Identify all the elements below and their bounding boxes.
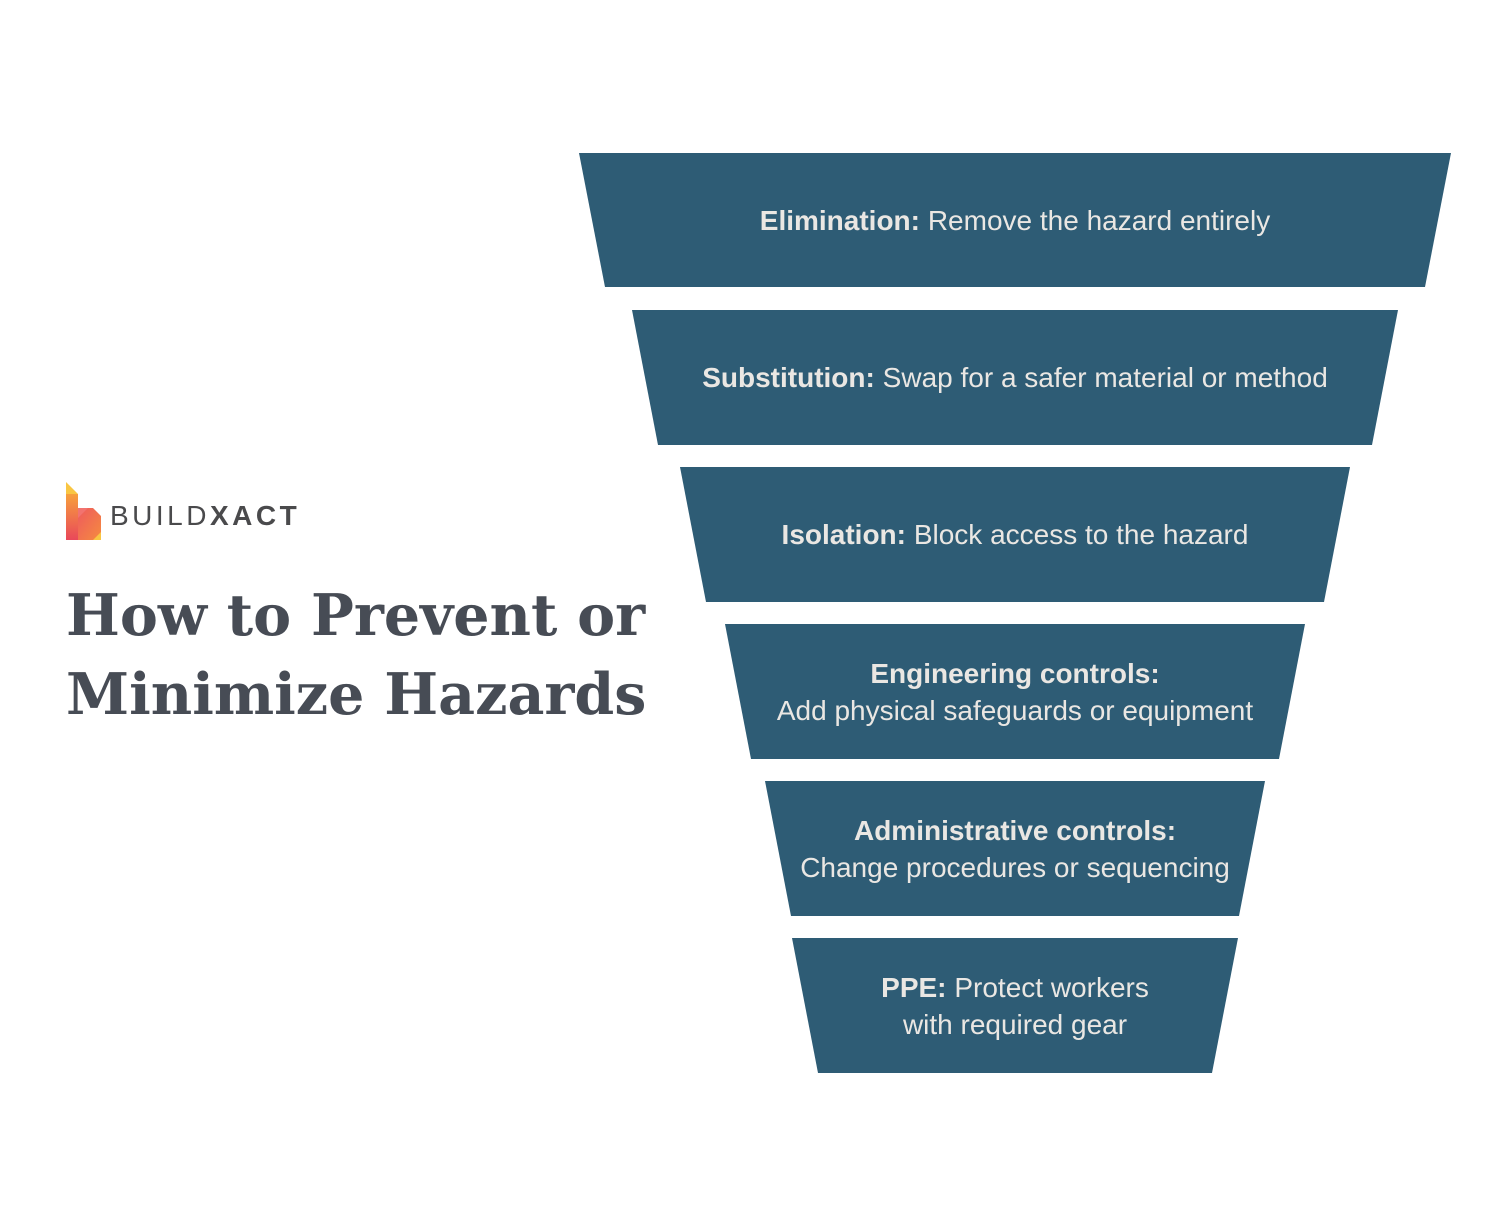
buildxact-logo: BUILDXACT — [66, 482, 300, 540]
wordmark-build: BUILD — [110, 500, 210, 531]
segment-label: PPE: — [881, 971, 947, 1003]
segment-description-line2: with required gear — [902, 1008, 1128, 1040]
segment-text: Isolation:Block access to the hazard — [782, 516, 1249, 553]
segment-text: Substitution:Swap for a safer material o… — [702, 359, 1328, 396]
segment-description: Change procedures or sequencing — [800, 851, 1230, 883]
segment-label: Elimination: — [759, 204, 920, 236]
segment-label: Engineering controls: — [870, 657, 1160, 689]
segment-description: Add physical safeguards or equipment — [776, 694, 1254, 726]
page-title: How to Prevent or Minimize Hazards — [66, 576, 686, 734]
segment-label: Substitution: — [702, 362, 875, 393]
segment-description: Block access to the hazard — [913, 519, 1249, 550]
funnel-segment-isolation: Isolation:Block access to the hazard — [680, 467, 1350, 602]
buildxact-b-mosaic-icon — [66, 482, 101, 540]
segment-description: Remove the hazard entirely — [927, 204, 1271, 236]
segment-text: PPE:Protect workers — [881, 969, 1149, 1006]
segment-description-line1: Protect workers — [954, 971, 1149, 1003]
buildxact-wordmark: BUILDXACT — [110, 502, 300, 530]
page-title-line1: How to Prevent or — [66, 582, 646, 649]
funnel-segment-ppe: PPE:Protect workers with required gear — [792, 938, 1238, 1073]
segment-label-line: Engineering controls: — [870, 655, 1159, 692]
funnel-segment-administrative-controls: Administrative controls: Change procedur… — [765, 781, 1265, 916]
segment-label-line: Administrative controls: — [854, 812, 1176, 849]
funnel-segment-engineering-controls: Engineering controls: Add physical safeg… — [725, 624, 1305, 759]
segment-label: Isolation: — [781, 519, 906, 550]
page-title-line2: Minimize Hazards — [66, 661, 647, 728]
funnel-segment-substitution: Substitution:Swap for a safer material o… — [632, 310, 1398, 445]
segment-label: Administrative controls: — [853, 814, 1177, 846]
segment-description: Swap for a safer material or method — [882, 362, 1328, 393]
wordmark-xact: XACT — [209, 500, 301, 531]
segment-text: Elimination:Remove the hazard entirely — [760, 202, 1270, 239]
funnel-segment-elimination: Elimination:Remove the hazard entirely — [579, 153, 1451, 287]
